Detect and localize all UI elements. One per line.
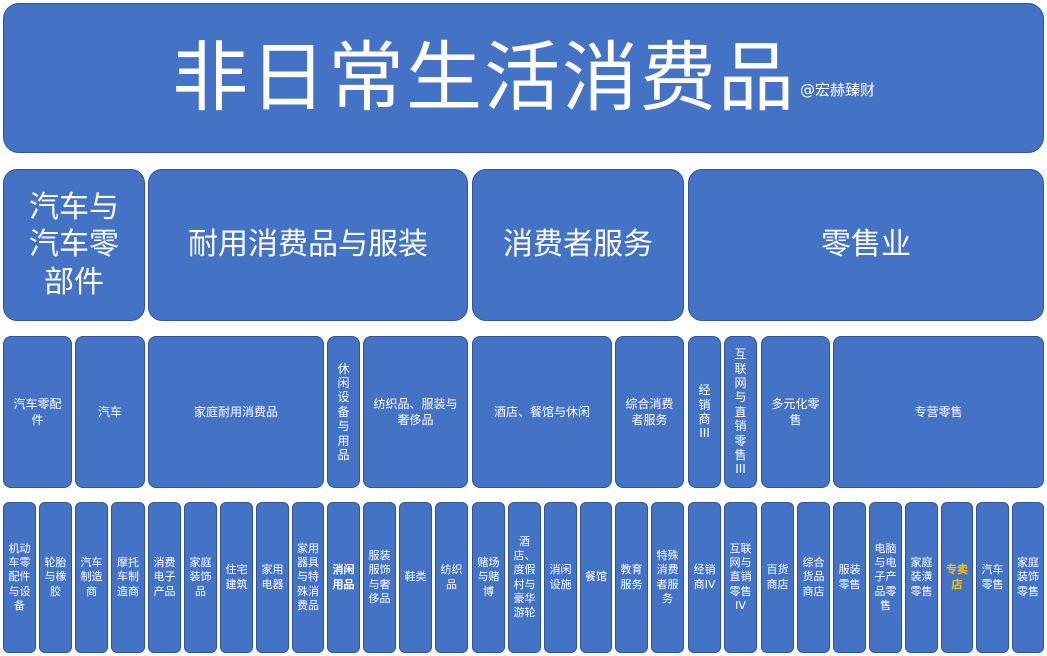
category-box: 家用电器 [256, 502, 289, 653]
category-label: 电脑与电子产品零售 [874, 541, 897, 612]
category-label: 汽车制造商 [80, 556, 103, 598]
category-label: 家庭装饰品 [189, 556, 212, 598]
category-label: 综合货品商店 [802, 556, 825, 598]
industry-label: 汽车与汽车零部件 [29, 189, 119, 300]
category-box: 家庭装饰零售 [1012, 502, 1044, 653]
industry-label: 耐用消费品与服装 [188, 227, 428, 263]
subindustry-box: 互联网与直销零售III [724, 336, 757, 488]
subindustry-box: 汽车 [75, 336, 145, 488]
subindustry-label: 家庭耐用消费品 [193, 404, 278, 419]
subindustry-label: 酒店、餐馆与休闲 [493, 404, 590, 419]
category-label: 摩托车制造商 [117, 556, 139, 598]
category-box: 百货商店 [761, 502, 794, 653]
industry-box-retail: 零售业 [688, 169, 1044, 321]
category-label: 餐馆 [585, 570, 607, 584]
category-box: 经销商IV [688, 502, 721, 653]
category-label: 教育服务 [620, 563, 643, 591]
category-box: 轮胎与橡胶 [39, 502, 72, 653]
category-label: 消费电子产品 [153, 556, 176, 598]
category-label: 经销商IV [693, 563, 716, 591]
category-label: 专卖店 [946, 563, 968, 591]
subindustry-label: 纺织品、服装与奢侈品 [373, 396, 458, 427]
category-box-highlighted: 专卖店 [941, 502, 973, 653]
category-label: 家用器具与特殊消费品 [297, 541, 319, 612]
category-box: 餐馆 [580, 502, 612, 653]
category-box: 互联网与直销零售IV [724, 502, 757, 653]
category-label: 家庭装饰零售 [1017, 556, 1039, 598]
category-box: 摩托车制造商 [111, 502, 145, 653]
category-label: 机动车零配件与设备 [8, 541, 31, 612]
category-box: 赌场与赌博 [472, 502, 505, 653]
category-label: 住宅建筑 [225, 563, 248, 591]
category-box: 家用器具与特殊消费品 [292, 502, 324, 653]
subindustry-label: 休闲设备与用品 [337, 361, 350, 462]
industry-box-services: 消费者服务 [472, 169, 684, 321]
industry-box-durables: 耐用消费品与服装 [148, 169, 468, 321]
category-box: 机动车零配件与设备 [3, 502, 36, 653]
title-banner: 非日常生活消费品 @宏赫臻财 [3, 3, 1044, 153]
category-box: 服装零售 [833, 502, 866, 653]
subindustry-box: 综合消费者服务 [615, 336, 684, 488]
subindustry-label: 汽车零配件 [13, 396, 62, 427]
category-box: 消费电子产品 [148, 502, 181, 653]
category-box: 酒店、度假村与豪华游轮 [508, 502, 541, 653]
category-label: 服装服饰与奢侈品 [368, 548, 391, 605]
category-box: 鞋类 [399, 502, 432, 653]
category-box: 汽车零售 [976, 502, 1009, 653]
category-box: 纺织品 [435, 502, 468, 653]
category-box: 住宅建筑 [220, 502, 253, 653]
category-label: 百货商店 [766, 563, 789, 591]
category-label: 轮胎与橡胶 [44, 556, 67, 598]
category-box: 特殊消费者服务 [651, 502, 684, 653]
category-box: 家庭装饰品 [184, 502, 217, 653]
category-label: 家庭装潢零售 [910, 556, 933, 598]
category-box: 教育服务 [615, 502, 648, 653]
subindustry-label: 专营零售 [914, 404, 963, 419]
category-box: 消闲用品 [327, 502, 360, 653]
category-label: 消闲用品 [332, 563, 355, 591]
category-label: 消闲设施 [549, 563, 572, 591]
subindustry-label: 汽车 [97, 404, 122, 419]
category-box: 汽车制造商 [75, 502, 108, 653]
category-label: 服装零售 [838, 563, 861, 591]
category-label: 鞋类 [404, 570, 427, 584]
category-box: 综合货品商店 [797, 502, 830, 653]
industry-label: 消费者服务 [503, 227, 653, 263]
category-label: 赌场与赌博 [477, 556, 500, 598]
industry-box-auto: 汽车与汽车零部件 [3, 169, 145, 321]
category-label: 汽车零售 [981, 563, 1004, 591]
industry-label: 零售业 [821, 227, 911, 263]
subindustry-box: 汽车零配件 [3, 336, 72, 488]
category-box: 家庭装潢零售 [905, 502, 938, 653]
subindustry-box: 纺织品、服装与奢侈品 [363, 336, 468, 488]
category-box: 服装服饰与奢侈品 [363, 502, 396, 653]
subindustry-box: 多元化零售 [761, 336, 830, 488]
category-label: 纺织品 [440, 563, 463, 591]
subindustry-label: 多元化零售 [771, 396, 820, 427]
category-box: 消闲设施 [544, 502, 577, 653]
page-title: 非日常生活消费品 [171, 33, 796, 122]
subindustry-label: 经销商III [698, 383, 711, 441]
category-label: 特殊消费者服务 [656, 548, 679, 605]
category-label: 酒店、度假村与豪华游轮 [513, 534, 536, 620]
category-label: 互联网与直销零售IV [729, 541, 752, 612]
subindustry-box: 经销商III [688, 336, 721, 488]
category-label: 家用电器 [261, 563, 284, 591]
category-box: 电脑与电子产品零售 [869, 502, 902, 653]
subindustry-box: 家庭耐用消费品 [148, 336, 324, 488]
subindustry-label: 互联网与直销零售III [734, 347, 747, 477]
subindustry-label: 综合消费者服务 [625, 396, 674, 427]
subindustry-box: 专营零售 [833, 336, 1044, 488]
subindustry-box: 酒店、餐馆与休闲 [472, 336, 612, 488]
subindustry-box: 休闲设备与用品 [327, 336, 360, 488]
title-credit: @宏赫臻财 [799, 81, 875, 99]
